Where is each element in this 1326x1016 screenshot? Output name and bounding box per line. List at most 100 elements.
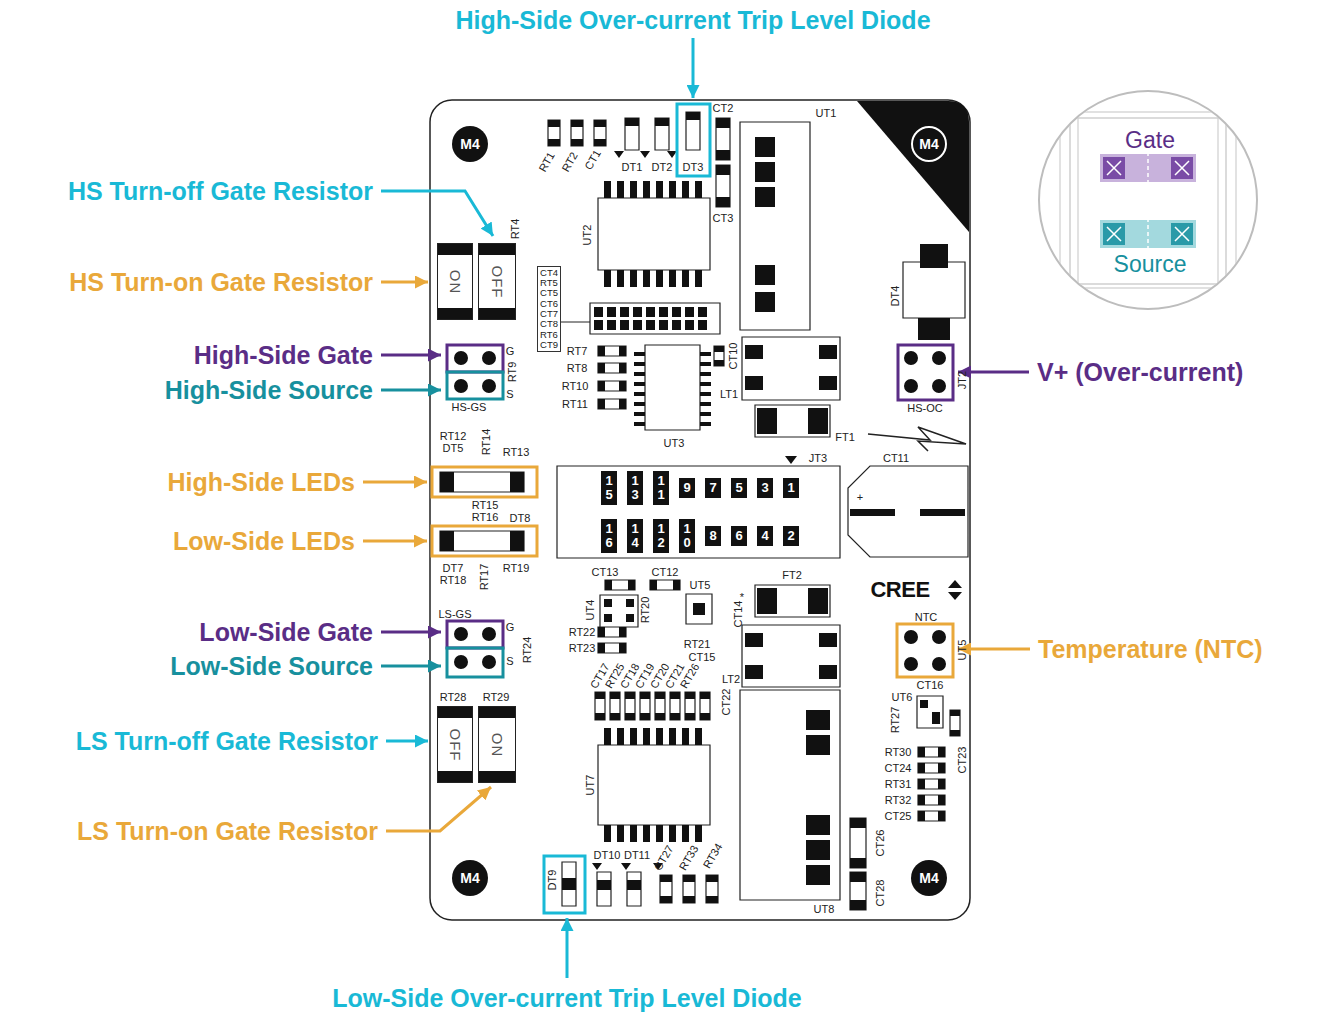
silkscreen-label: UT5 bbox=[957, 640, 968, 661]
callout-label: Low-Side LEDs bbox=[173, 529, 355, 554]
silkscreen-label: RT31 bbox=[885, 779, 912, 790]
silkscreen-label: CT11 bbox=[883, 453, 909, 464]
pin-number: 3 bbox=[761, 481, 768, 495]
resistor-label: OFF bbox=[489, 265, 506, 298]
silkscreen-label: DT2 bbox=[652, 162, 673, 173]
silkscreen-label: RT34 bbox=[702, 842, 725, 871]
leader-arrow bbox=[692, 38, 695, 98]
callout-label: High-Side LEDs bbox=[167, 470, 355, 495]
silkscreen-label: UT3 bbox=[664, 438, 685, 449]
component-ref: RT5 bbox=[540, 278, 558, 288]
silkscreen-label: DT7 bbox=[443, 563, 464, 574]
silkscreen-label: CT16 bbox=[917, 680, 944, 691]
connector-pin: 8 bbox=[705, 526, 721, 546]
callout-label: High-Side Over-current Trip Level Diode bbox=[455, 8, 930, 33]
mounting-hole: M4 bbox=[452, 860, 488, 896]
logo-text: CREE bbox=[870, 579, 929, 601]
callout-label: Temperature (NTC) bbox=[1038, 637, 1263, 662]
silkscreen-label: CT10 bbox=[728, 343, 739, 370]
silkscreen-label: RT4 bbox=[510, 219, 521, 240]
highlight-box bbox=[447, 345, 953, 648]
callout-label: High-Side Gate bbox=[194, 343, 373, 368]
silkscreen-label: CT2 bbox=[713, 103, 734, 114]
hole-label: M4 bbox=[460, 870, 479, 886]
silkscreen-label: DT11 bbox=[624, 850, 650, 861]
connector-pin: 9 bbox=[679, 478, 695, 498]
callout-label: HS Turn-off Gate Resistor bbox=[68, 179, 373, 204]
pad-label: Gate bbox=[1125, 127, 1175, 154]
pin-number: 7 bbox=[709, 481, 716, 495]
silkscreen-label: DT4 bbox=[890, 286, 901, 307]
silkscreen-label: LS-GS bbox=[438, 609, 471, 620]
component-ref: CT9 bbox=[540, 340, 558, 350]
silkscreen-label: UT4 bbox=[585, 600, 596, 621]
silkscreen-label: UT7 bbox=[585, 775, 596, 796]
hole-label: M4 bbox=[460, 136, 479, 152]
silkscreen-label: RT24 bbox=[522, 637, 533, 664]
pin-number: 6 bbox=[735, 529, 742, 543]
component-list-box: CT4RT5CT5CT6CT7CT8RT6CT9 bbox=[537, 266, 561, 352]
inset-detail-line bbox=[1070, 118, 1226, 284]
silkscreen-label: RT9 bbox=[507, 362, 518, 383]
pin-number: 9 bbox=[683, 481, 690, 495]
component-ref: CT7 bbox=[540, 309, 558, 319]
leader-arrow bbox=[381, 281, 428, 284]
silkscreen-label: RT29 bbox=[483, 692, 510, 703]
connector-pin: 12 bbox=[653, 519, 669, 553]
gate-resistor: ON bbox=[437, 243, 473, 320]
silkscreen-label: RT1 bbox=[537, 150, 557, 173]
pin-number: 2 bbox=[787, 529, 794, 543]
silkscreen-label: CT3 bbox=[713, 213, 734, 224]
inset-background bbox=[1038, 90, 1258, 310]
highlight-box bbox=[544, 104, 710, 913]
silkscreen-label: RT12 bbox=[440, 431, 467, 442]
resistor-label: ON bbox=[447, 269, 464, 294]
leader-arrow bbox=[363, 481, 427, 484]
silkscreen-label: S bbox=[506, 656, 513, 667]
leader-arrow bbox=[381, 389, 441, 392]
pin-number: 11 bbox=[657, 474, 664, 501]
silkscreen-label: CT15 bbox=[689, 652, 716, 663]
callout-label: LS Turn-on Gate Resistor bbox=[77, 819, 378, 844]
pin-number: 16 bbox=[605, 522, 612, 549]
leader-arrow bbox=[566, 918, 569, 978]
silkscreen-label: CT14 bbox=[733, 601, 744, 628]
leader-arrow bbox=[381, 631, 441, 634]
silkscreen-label: RT23 bbox=[569, 643, 596, 654]
connector-pin: 14 bbox=[627, 519, 643, 553]
component-ref: RT6 bbox=[540, 330, 558, 340]
silkscreen-label: FT2 bbox=[782, 570, 802, 581]
component-ref: CT6 bbox=[540, 299, 558, 309]
silkscreen-label: CT22 bbox=[721, 689, 732, 716]
silkscreen-label: RT22 bbox=[569, 627, 596, 638]
connector-pin: 1 bbox=[783, 478, 799, 498]
silkscreen-label: FT1 bbox=[835, 432, 855, 443]
component-ref: CT4 bbox=[540, 268, 558, 278]
silkscreen-label: RT13 bbox=[503, 447, 530, 458]
silkscreen-label: CT23 bbox=[957, 747, 968, 774]
silkscreen-label: RT15 bbox=[472, 500, 499, 511]
silkscreen-label: UT2 bbox=[582, 225, 593, 246]
silkscreen-label: RT7 bbox=[567, 346, 588, 357]
silkscreen-label: DT9 bbox=[547, 870, 558, 891]
callout-label: Low-Side Over-current Trip Level Diode bbox=[332, 986, 802, 1011]
corner-mark bbox=[857, 101, 969, 232]
silkscreen-label: HS-OC bbox=[907, 403, 942, 414]
pin-number: 14 bbox=[631, 522, 638, 549]
highlight-box bbox=[447, 372, 503, 677]
callout-label: High-Side Source bbox=[165, 378, 373, 403]
board-outline bbox=[430, 100, 970, 920]
hole-label: M4 bbox=[919, 136, 938, 152]
silkscreen-label: UT6 bbox=[892, 692, 913, 703]
silkscreen-label: UT5 bbox=[690, 580, 711, 591]
silkscreen-label: DT3 bbox=[683, 162, 704, 173]
mounting-hole: M4 bbox=[452, 126, 488, 162]
leader-arrow bbox=[958, 371, 1029, 374]
silkscreen-label: RT27 bbox=[890, 707, 901, 734]
leader-arrow bbox=[381, 665, 441, 668]
silkscreen-label: DT1 bbox=[622, 162, 643, 173]
silkscreen-label: G bbox=[506, 346, 515, 357]
silkscreen-label: UT8 bbox=[814, 904, 835, 915]
silkscreen-label: CT25 bbox=[885, 811, 912, 822]
